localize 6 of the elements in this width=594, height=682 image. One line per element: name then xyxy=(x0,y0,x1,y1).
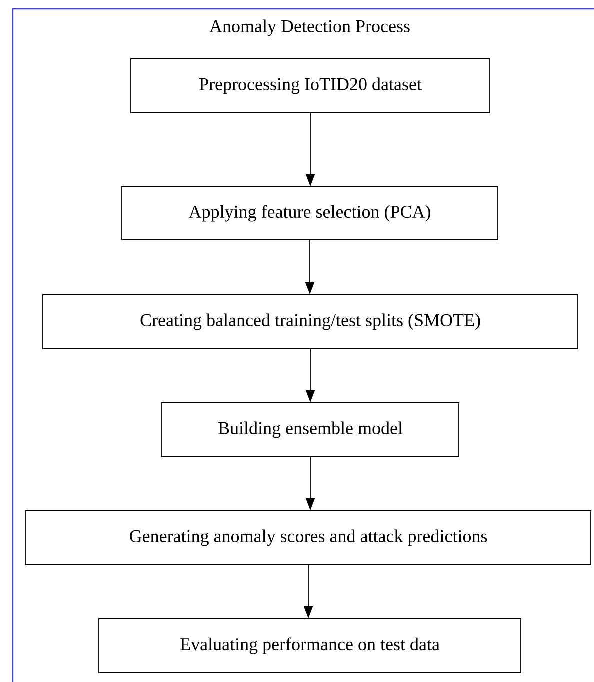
process-box: Generating anomaly scores and attack predictions xyxy=(26,510,592,566)
process-box: Preprocessing IoTID20 dataset xyxy=(130,58,490,114)
process-box: Building ensemble model xyxy=(162,402,460,458)
process-box: Applying feature selection (PCA) xyxy=(122,186,498,240)
process-box: Creating balanced training/test splits (SMOTE) xyxy=(42,294,578,350)
process-box: Evaluating performance on test data xyxy=(98,618,522,674)
